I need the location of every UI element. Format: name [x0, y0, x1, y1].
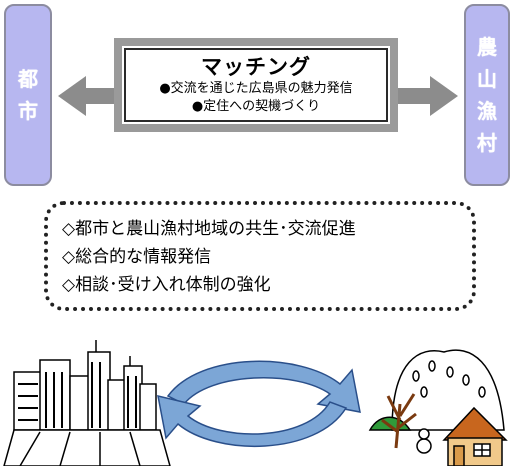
rural-label-char-3: 漁	[477, 99, 497, 123]
arrow-to-rural	[398, 76, 458, 116]
exchange-cycle-arrows	[157, 360, 361, 448]
city-label-char-2: 市	[18, 99, 38, 123]
measures-box: ◇都市と農山漁村地域の共生･交流促進 ◇総合的な情報発信 ◇相談･受け入れ体制の…	[44, 201, 476, 311]
rural-label-char-1: 農	[477, 35, 497, 59]
city-box: 都 市	[4, 4, 52, 186]
rural-label-char-4: 村	[477, 131, 497, 155]
rural-village-illustration	[368, 349, 508, 466]
rural-box: 農 山 漁 村	[464, 4, 510, 186]
arrow-to-city	[58, 76, 116, 116]
measure-item-1: ◇都市と農山漁村地域の共生･交流促進	[62, 219, 356, 239]
measure-item-2: ◇総合的な情報発信	[62, 247, 212, 267]
cycle-arrow-bottom	[157, 395, 348, 448]
city-label-char-1: 都	[18, 67, 38, 91]
cycle-arrow-top	[166, 360, 361, 413]
matching-item-2: ●定住への契機づくり	[191, 99, 321, 114]
matching-box: マッチング ●交流を通じた広島県の魅力発信 ●定住への契機づくり	[114, 38, 398, 132]
city-skyline-illustration	[3, 340, 171, 466]
matching-title: マッチング	[201, 55, 311, 79]
measure-item-3: ◇相談･受け入れ体制の強化	[62, 275, 271, 295]
rural-label-char-2: 山	[477, 67, 497, 91]
matching-item-1: ●交流を通じた広島県の魅力発信	[159, 81, 353, 96]
